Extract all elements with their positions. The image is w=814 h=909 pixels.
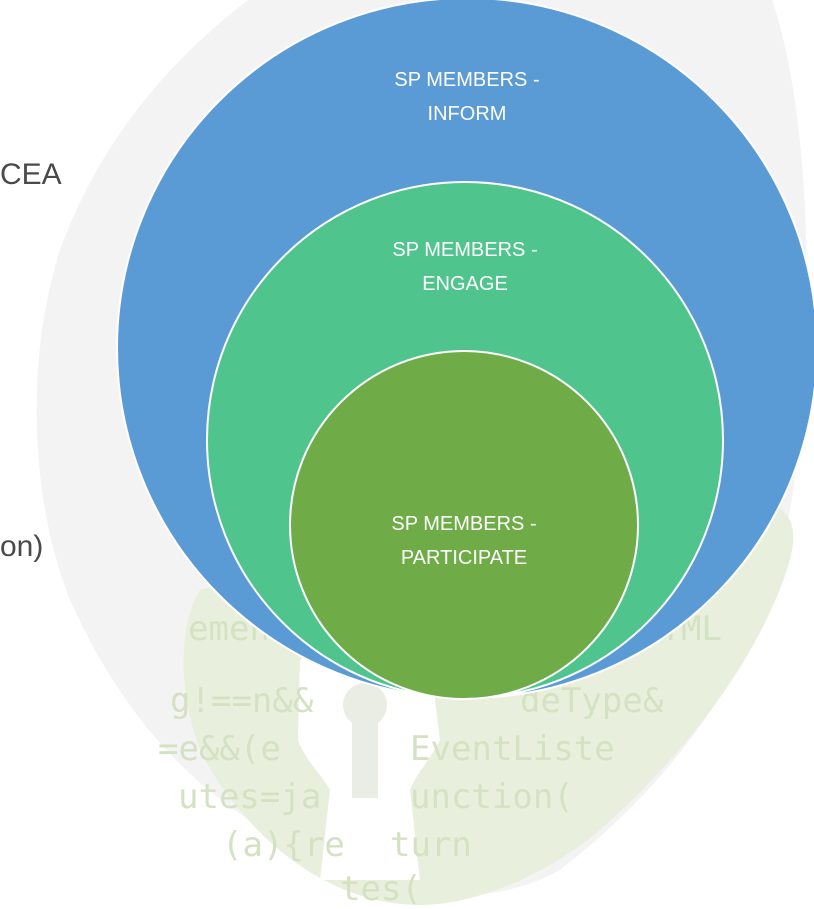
- outer-circle-label-line2: INFORM: [428, 103, 507, 125]
- watermark-code-line: turn: [390, 825, 472, 865]
- inner-circle-label-line2: PARTICIPATE: [401, 547, 527, 569]
- middle-circle-label-line1: SP MEMBERS -: [392, 239, 537, 261]
- watermark-code-line: (a){re: [222, 825, 345, 865]
- inner-circle-participate: [289, 350, 639, 700]
- middle-circle-label-line2: ENGAGE: [422, 273, 508, 295]
- outer-circle-label-line1: SP MEMBERS -: [394, 69, 539, 91]
- side-text-cea: CEA: [0, 158, 62, 191]
- watermark-code-line: tes(: [340, 869, 422, 909]
- watermark-code-line: EventListe: [410, 729, 615, 769]
- watermark-code-line: =e&&(e: [158, 729, 281, 769]
- watermark-code-line: unction(: [410, 777, 574, 817]
- inner-circle-label-line1: SP MEMBERS -: [391, 513, 536, 535]
- keyhole-slot: [352, 718, 378, 798]
- watermark-code-line: utes=ja: [178, 777, 321, 817]
- keyhole-circle: [343, 683, 387, 727]
- side-text-on: on): [0, 530, 44, 563]
- watermark-code-line: g!==n&&: [170, 681, 314, 721]
